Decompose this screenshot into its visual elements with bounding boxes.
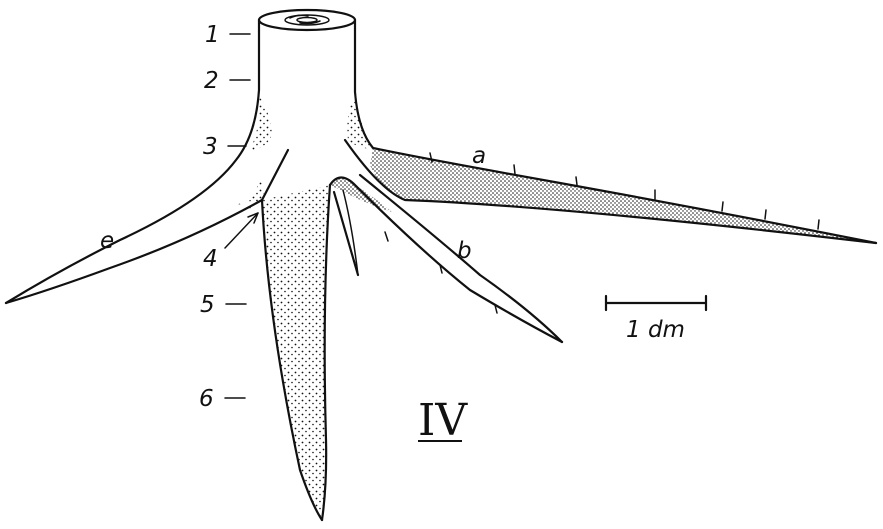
depth-markers: 1 2 3 4 5 6: [199, 22, 250, 412]
root-label-e: e: [100, 228, 114, 254]
scale-bar: 1 dm: [606, 296, 706, 343]
stem-cut-top: [259, 10, 355, 30]
depth-marker-5: 5: [200, 292, 215, 318]
svg-text:IV: IV: [418, 395, 468, 446]
arrow-marker-4: [225, 213, 258, 248]
panel-numeral: IV: [418, 395, 468, 446]
depth-marker-3: 3: [203, 134, 218, 160]
depth-marker-2: 2: [204, 68, 219, 94]
depth-marker-6: 6: [199, 386, 214, 412]
root-label-a: a: [472, 143, 486, 169]
depth-marker-1: 1: [205, 22, 220, 48]
depth-marker-4: 4: [203, 246, 218, 272]
scale-bar-label: 1 dm: [626, 317, 685, 343]
root-e: [6, 178, 264, 303]
root-label-b: b: [457, 238, 472, 264]
